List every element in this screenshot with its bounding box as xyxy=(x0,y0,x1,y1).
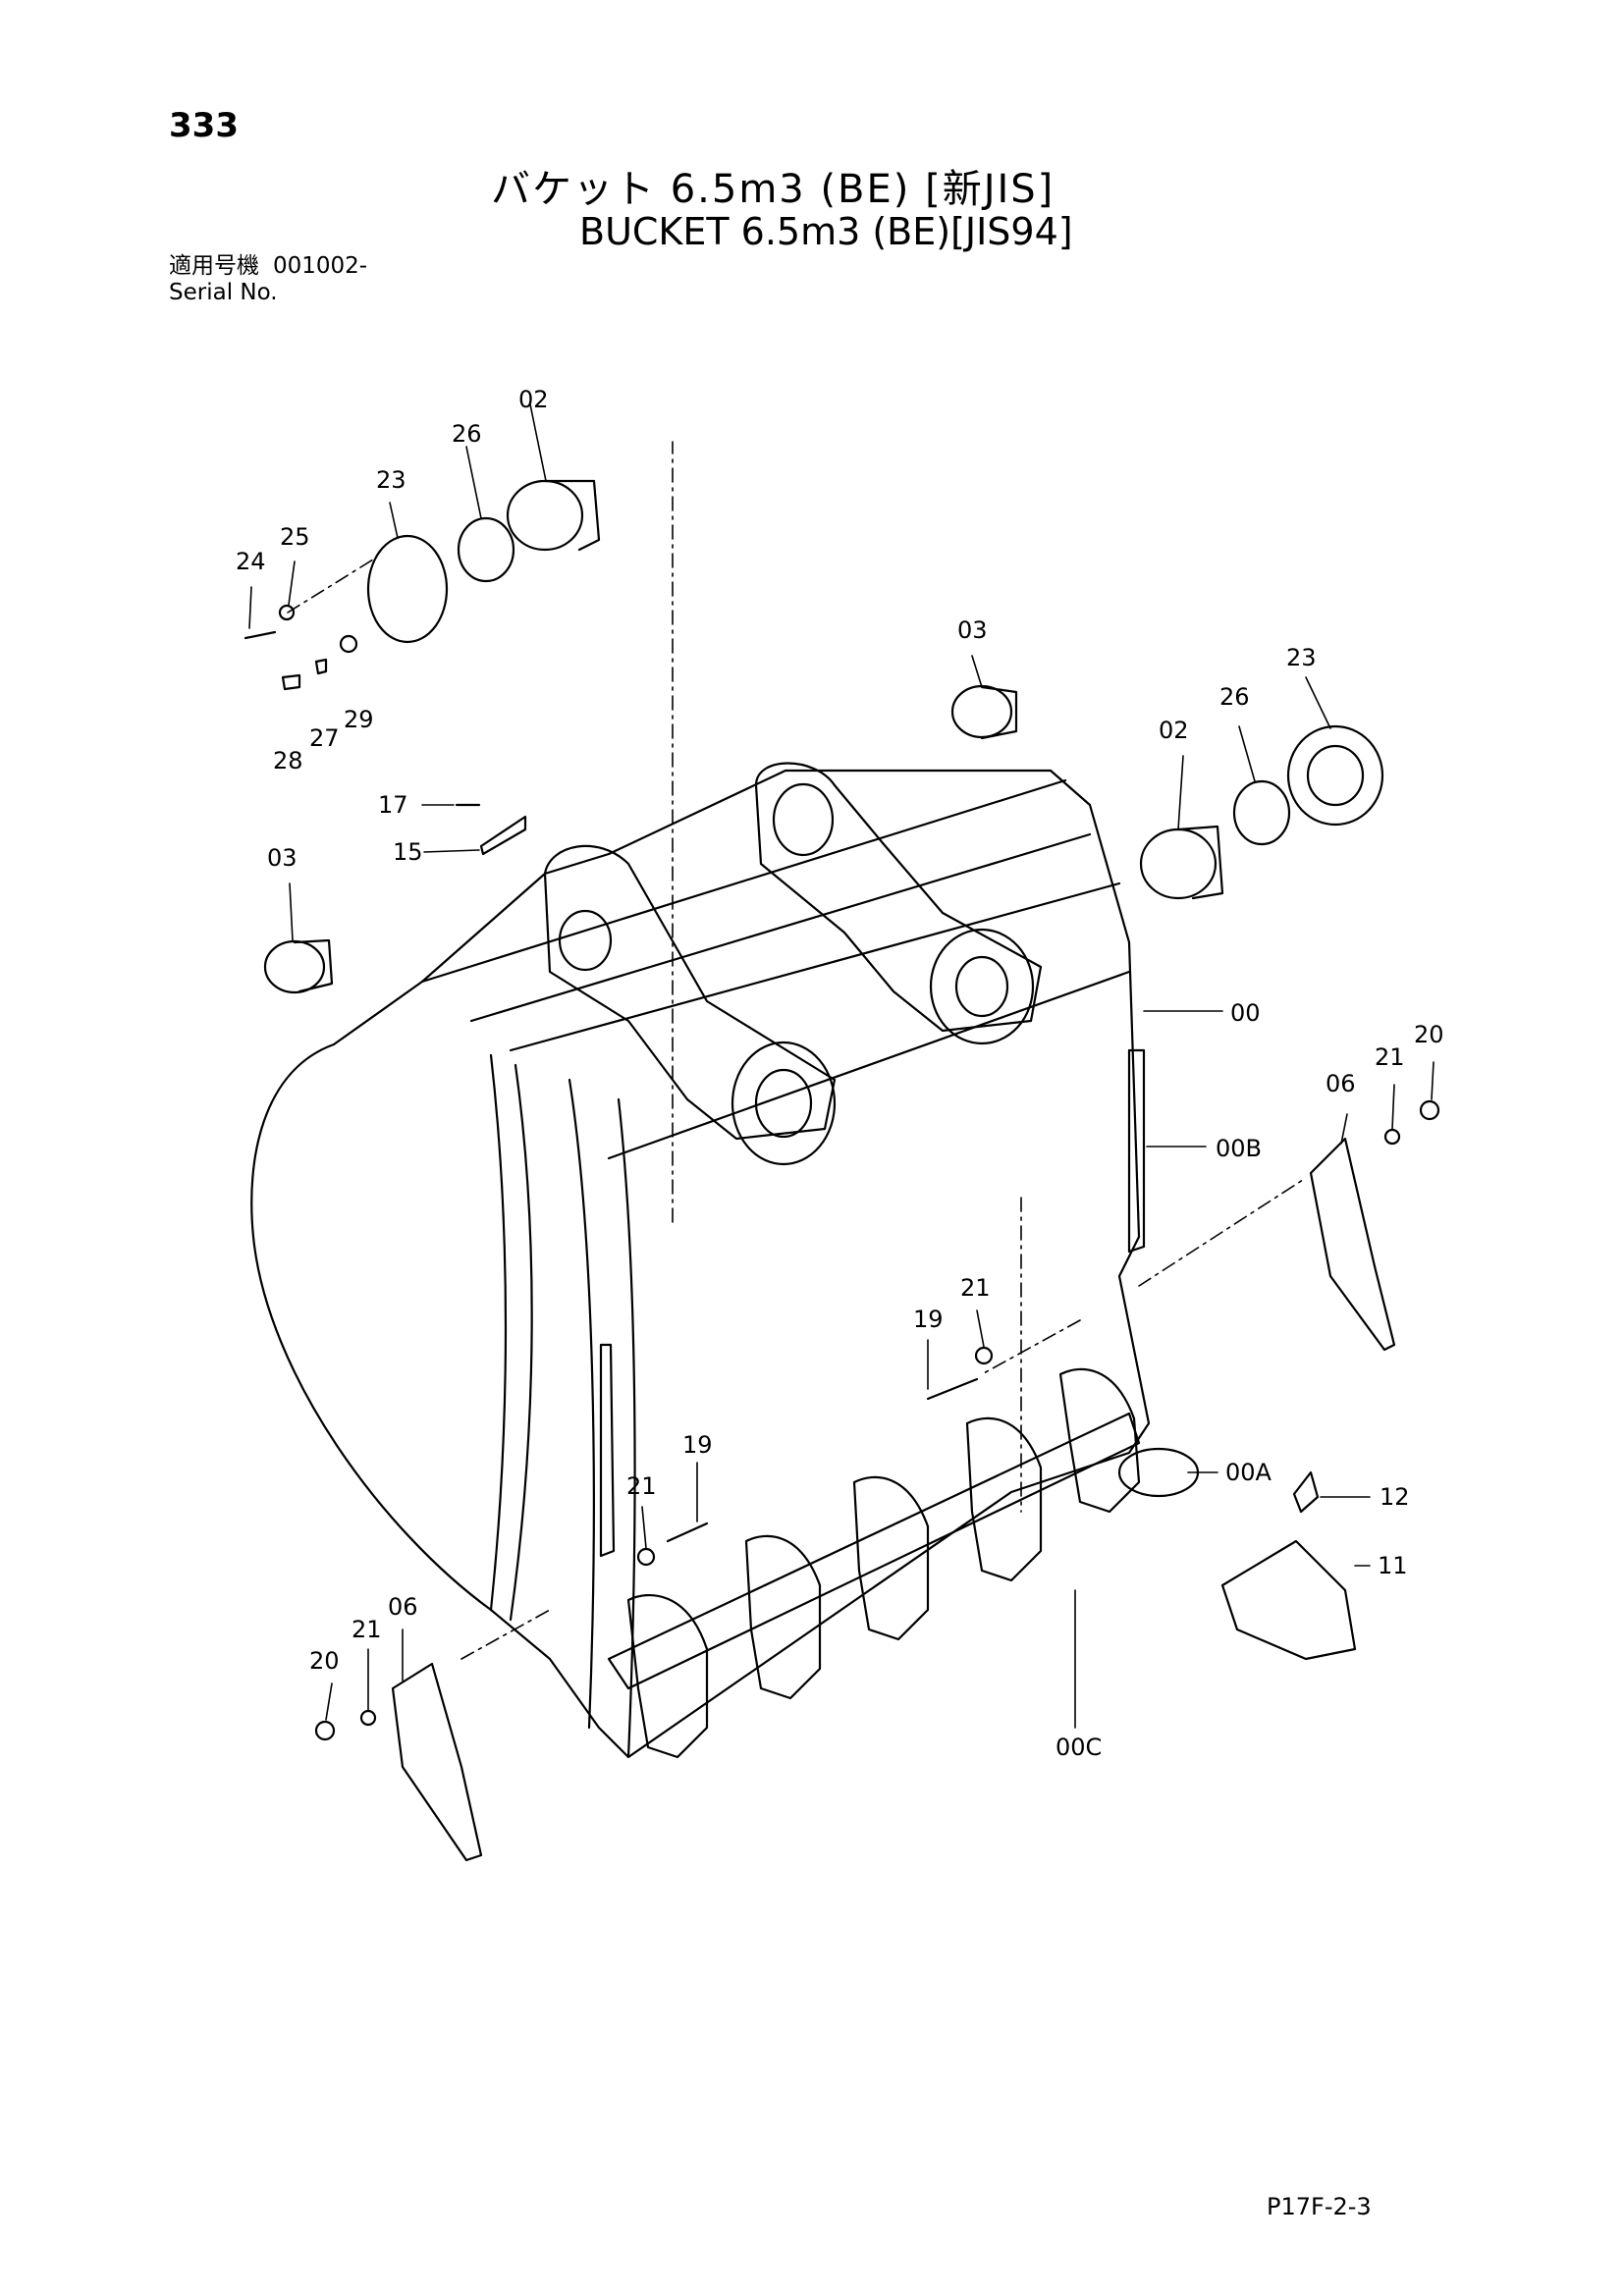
boss-center xyxy=(731,1041,837,1166)
title-japanese: バケット 6.5m3 (BE) [新JIS] xyxy=(491,167,1056,212)
title-english: BUCKET 6.5m3 (BE)[JIS94] xyxy=(579,210,1073,253)
bucket-front-plate xyxy=(489,1053,508,1612)
bolt-19-lower xyxy=(666,1522,709,1543)
callout-03b: 03 xyxy=(267,844,298,872)
callout-02b: 02 xyxy=(1159,717,1189,744)
side-wear-strip-right xyxy=(1127,1048,1146,1254)
o-ring-26-left xyxy=(457,516,515,583)
callout-02a: 02 xyxy=(518,386,549,413)
plug-28 xyxy=(281,673,301,691)
callout-26a: 26 xyxy=(452,420,482,448)
page-number: 333 xyxy=(169,106,239,145)
pin-12 xyxy=(1292,1470,1320,1514)
callout-19a: 19 xyxy=(913,1306,944,1333)
callout-29: 29 xyxy=(344,706,374,733)
lug-bracket-right xyxy=(754,762,1043,1033)
serial-label-en: Serial No. xyxy=(169,280,278,305)
callout-06a: 06 xyxy=(1326,1070,1356,1097)
tooth-11 xyxy=(1220,1539,1357,1661)
callout-00B: 00B xyxy=(1216,1135,1262,1162)
callout-00C: 00C xyxy=(1056,1734,1102,1761)
callout-21a: 21 xyxy=(1375,1043,1405,1071)
washer-21-left xyxy=(359,1709,377,1727)
bolt-24 xyxy=(244,630,277,640)
nut-29 xyxy=(339,634,358,654)
washer-21-lower xyxy=(636,1547,656,1567)
side-wear-strip-left xyxy=(599,1343,616,1558)
callout-17: 17 xyxy=(378,791,408,819)
end-cap-23-left xyxy=(366,534,449,644)
serial-value: 001002- xyxy=(273,253,368,279)
washer-21-right xyxy=(1383,1128,1401,1146)
callout-20b: 20 xyxy=(309,1647,340,1675)
nut-20-left xyxy=(314,1720,336,1741)
adapter-00A xyxy=(1117,1447,1200,1498)
fitting-27 xyxy=(314,658,328,675)
nut-20-right xyxy=(1419,1099,1440,1121)
bushing-02-right xyxy=(1139,828,1218,900)
lug-bracket-left xyxy=(543,844,837,1141)
bushing-03-left xyxy=(263,939,326,994)
washer-25 xyxy=(278,604,296,621)
callout-19b: 19 xyxy=(682,1431,713,1459)
bucket-top-plate xyxy=(420,778,1067,984)
bolt-19-center xyxy=(926,1377,979,1401)
cutting-edge xyxy=(607,1412,1141,1690)
side-cutter-06-right xyxy=(1309,1137,1396,1352)
serial-label-jp: 適用号機 xyxy=(169,253,259,279)
bushing-03-top xyxy=(950,684,1013,739)
bucket-teeth xyxy=(626,1367,1141,1759)
serial-number-block: 適用号機 001002- Serial No. xyxy=(169,253,367,306)
washer-21-center xyxy=(974,1346,994,1365)
callout-24: 24 xyxy=(236,548,266,575)
lug-bore-right xyxy=(772,782,835,857)
side-cutter-06-left xyxy=(391,1662,483,1862)
bucket-top-plate-inner xyxy=(469,832,1092,1023)
callout-12: 12 xyxy=(1380,1483,1410,1511)
lug-bore-left xyxy=(558,909,613,972)
callout-06b: 06 xyxy=(388,1593,418,1621)
callout-21c: 21 xyxy=(626,1472,657,1500)
plate-15 xyxy=(479,815,527,856)
o-ring-26-right xyxy=(1232,779,1291,846)
callout-15: 15 xyxy=(393,838,423,866)
boss-right xyxy=(929,928,1035,1045)
callout-23b: 23 xyxy=(1286,644,1317,671)
callout-27: 27 xyxy=(309,724,340,752)
callout-28: 28 xyxy=(273,747,303,774)
callout-21b: 21 xyxy=(960,1274,991,1302)
page-code: P17F-2-3 xyxy=(1267,2193,1372,2220)
bucket-body xyxy=(250,769,1151,1759)
callout-00A: 00A xyxy=(1225,1459,1272,1486)
callout-labels: 02 26 23 25 24 27 28 29 03 23 26 02 17 1… xyxy=(236,386,1444,1761)
callout-25: 25 xyxy=(280,523,310,551)
end-cap-23-right xyxy=(1286,724,1384,827)
callout-21d: 21 xyxy=(352,1616,382,1643)
callout-11: 11 xyxy=(1378,1552,1408,1579)
callout-00: 00 xyxy=(1230,999,1261,1027)
callout-03a: 03 xyxy=(957,616,988,644)
callout-20a: 20 xyxy=(1414,1021,1444,1048)
callout-26b: 26 xyxy=(1219,683,1250,711)
bushing-02-left xyxy=(506,479,584,552)
callout-23a: 23 xyxy=(376,466,406,494)
